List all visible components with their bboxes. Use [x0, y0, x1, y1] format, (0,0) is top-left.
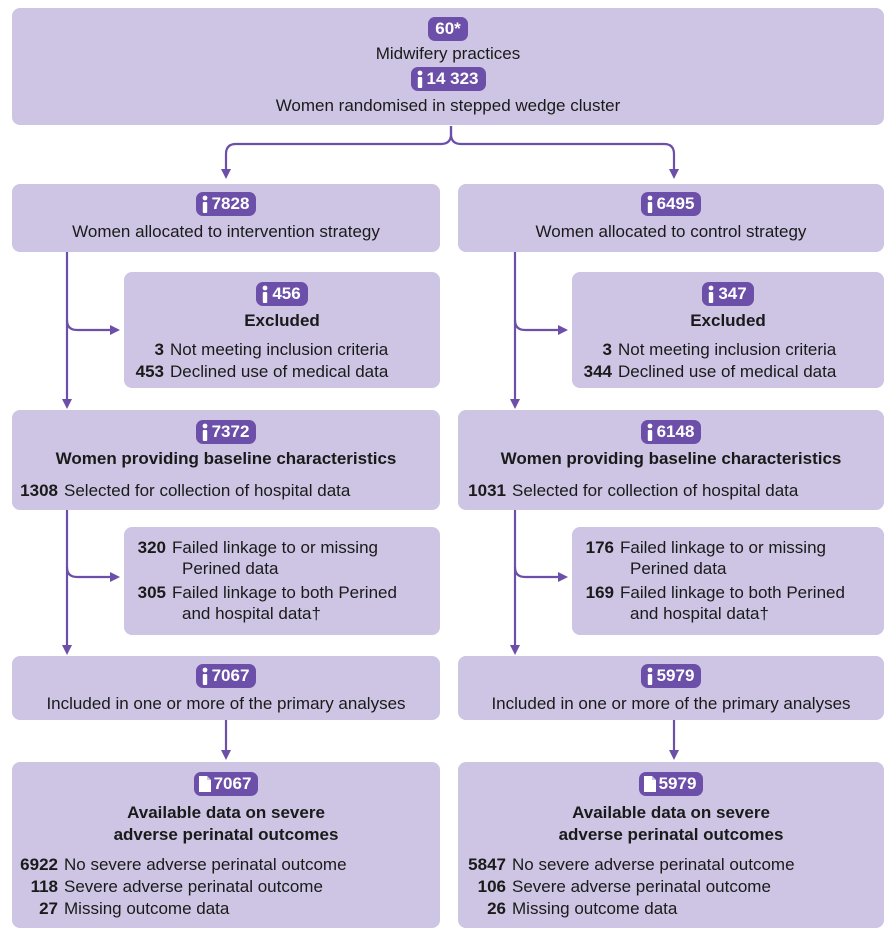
count: 7828	[211, 194, 250, 213]
intervention-baseline-box: 7372 Women providing baseline characteri…	[12, 410, 440, 510]
baseline-title: Women providing baseline characteristics	[500, 449, 842, 468]
practices-label: Midwifery practices	[375, 44, 521, 63]
control-available-badge: 5979	[638, 772, 704, 796]
available-title-1: Available data on severe	[572, 803, 770, 822]
left-branch-excluded	[65, 319, 120, 335]
control-available-box: 5979 Available data on severe adverse pe…	[458, 762, 884, 928]
allocated-label: Women allocated to intervention strategy	[72, 222, 380, 241]
count: 7067	[211, 666, 250, 685]
document-icon	[643, 776, 656, 792]
control-baseline-box: 6148 Women providing baseline characteri…	[458, 410, 884, 510]
list-item-cont: Perined data	[182, 559, 279, 578]
intervention-allocated-badge: 7828	[195, 192, 257, 216]
excluded-title: Excluded	[690, 311, 766, 330]
practices-count-badge: 60*	[428, 17, 468, 41]
included-label: Included in one or more of the primary a…	[46, 694, 406, 713]
women-count: 14 323	[426, 69, 479, 88]
intervention-available-badge: 7067	[193, 772, 259, 796]
intervention-available-box: 7067 Available data on severe adverse pe…	[12, 762, 440, 928]
count: 347	[718, 284, 747, 303]
split-connector-right	[449, 126, 679, 179]
person-icon	[202, 195, 207, 213]
count: 6495	[656, 194, 695, 213]
control-included-box: 5979 Included in one or more of the prim…	[458, 656, 884, 720]
women-count-badge: 14 323	[410, 67, 486, 91]
person-icon	[202, 667, 207, 685]
right-branch-linkage	[513, 566, 568, 582]
person-icon	[202, 423, 207, 441]
list-item-cont: and hospital data†	[182, 604, 321, 623]
control-allocated-badge: 6495	[640, 192, 702, 216]
person-icon	[417, 70, 422, 88]
intervention-excluded-badge: 456	[256, 282, 308, 306]
intervention-allocated-box: 7828 Women allocated to intervention str…	[12, 184, 440, 252]
randomisation-box: 60* Midwifery practices 14 323 Women ran…	[12, 8, 884, 125]
intervention-baseline-badge: 7372	[195, 420, 257, 444]
right-branch-excluded	[513, 319, 568, 335]
control-excluded-badge: 347	[702, 282, 754, 306]
document-icon	[198, 776, 211, 792]
count: 456	[272, 284, 301, 303]
control-allocated-box: 6495 Women allocated to control strategy	[458, 184, 884, 252]
left-branch-linkage	[65, 566, 120, 582]
women-label: Women randomised in stepped wedge cluste…	[275, 96, 621, 115]
count: 5979	[658, 774, 697, 793]
intervention-included-badge: 7067	[195, 664, 257, 688]
person-icon	[647, 667, 652, 685]
list-item-cont: and hospital data†	[630, 604, 769, 623]
available-title-2: adverse perinatal outcomes	[113, 825, 339, 844]
available-title-1: Available data on severe	[127, 803, 325, 822]
person-icon	[647, 423, 652, 441]
split-connector	[221, 126, 453, 179]
count: 7372	[211, 422, 250, 441]
person-icon	[708, 285, 714, 303]
count: 6148	[656, 422, 695, 441]
control-baseline-badge: 6148	[640, 420, 702, 444]
intervention-included-box: 7067 Included in one or more of the prim…	[12, 656, 440, 720]
available-title-2: adverse perinatal outcomes	[558, 825, 784, 844]
count: 7067	[213, 774, 252, 793]
person-icon	[262, 285, 268, 303]
allocated-label: Women allocated to control strategy	[535, 222, 807, 241]
person-icon	[647, 195, 652, 213]
list-item-cont: Perined data	[630, 559, 727, 578]
excluded-title: Excluded	[244, 311, 320, 330]
count: 5979	[656, 666, 695, 685]
control-included-badge: 5979	[640, 664, 702, 688]
included-label: Included in one or more of the primary a…	[491, 694, 851, 713]
baseline-title: Women providing baseline characteristics	[55, 449, 397, 468]
